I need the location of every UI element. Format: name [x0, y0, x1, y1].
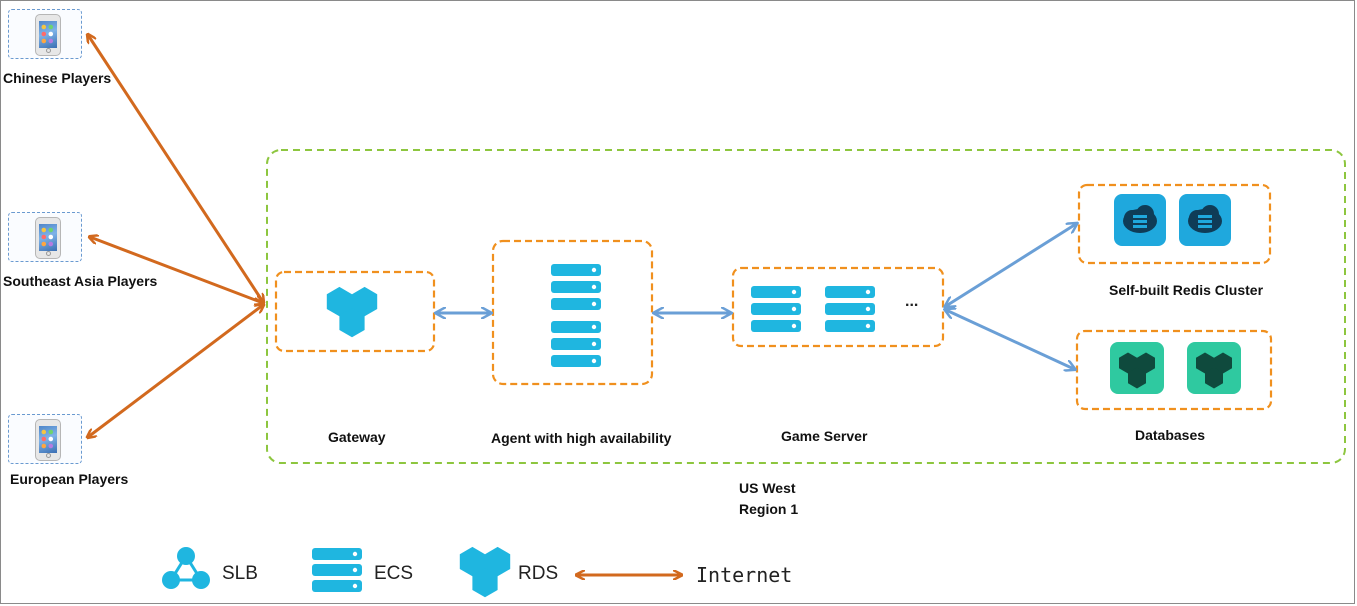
southeast-asia-players-phone-icon: [8, 212, 82, 262]
redis-icon-1: [1114, 194, 1166, 246]
database-icon-2: [1187, 342, 1241, 394]
legend-rds-label: RDS: [518, 563, 559, 584]
redis-box: [1077, 183, 1272, 265]
agent-label: Agent with high availability: [491, 430, 672, 446]
internet-arrow-southeast-asia: [90, 237, 263, 303]
chinese-players-phone-icon: [8, 9, 82, 59]
region-box: [266, 149, 1346, 464]
databases-box: [1075, 329, 1273, 411]
agent-box: [491, 239, 654, 386]
gateway-box: [274, 270, 436, 353]
redis-icon-2: [1179, 194, 1231, 246]
legend-slb-label: SLB: [222, 563, 258, 584]
region-label-line2: Region 1: [739, 501, 799, 517]
databases-label: Databases: [1135, 427, 1206, 443]
chinese-players-label: Chinese Players: [3, 70, 112, 86]
european-players-label: European Players: [10, 471, 129, 487]
arrow-gameserver-redis: [946, 224, 1076, 306]
game-server-icon-1: [751, 286, 801, 332]
legend-ecs-icon: [312, 548, 362, 592]
gateway-label: Gateway: [328, 429, 386, 445]
database-icon-1: [1110, 342, 1164, 394]
internet-arrow-european: [88, 305, 263, 437]
gateway-icon: [326, 286, 378, 338]
european-players-phone-icon: [8, 414, 82, 464]
legend-slb-icon: [162, 547, 210, 589]
internet-arrow-chinese: [88, 35, 263, 302]
legend-rds-icon: [459, 546, 511, 598]
arrow-gameserver-databases: [946, 310, 1074, 369]
game-server-icon-2: [825, 286, 875, 332]
game-server-label: Game Server: [781, 428, 868, 444]
redis-cluster-label: Self-built Redis Cluster: [1109, 282, 1264, 298]
legend-internet-label: Internet: [696, 563, 793, 587]
southeast-asia-players-label: Southeast Asia Players: [3, 273, 158, 289]
game-server-more: ...: [905, 293, 918, 310]
agent-server-icon: [551, 264, 601, 367]
region-label-line1: US West: [739, 480, 796, 496]
legend-ecs-label: ECS: [374, 563, 414, 584]
